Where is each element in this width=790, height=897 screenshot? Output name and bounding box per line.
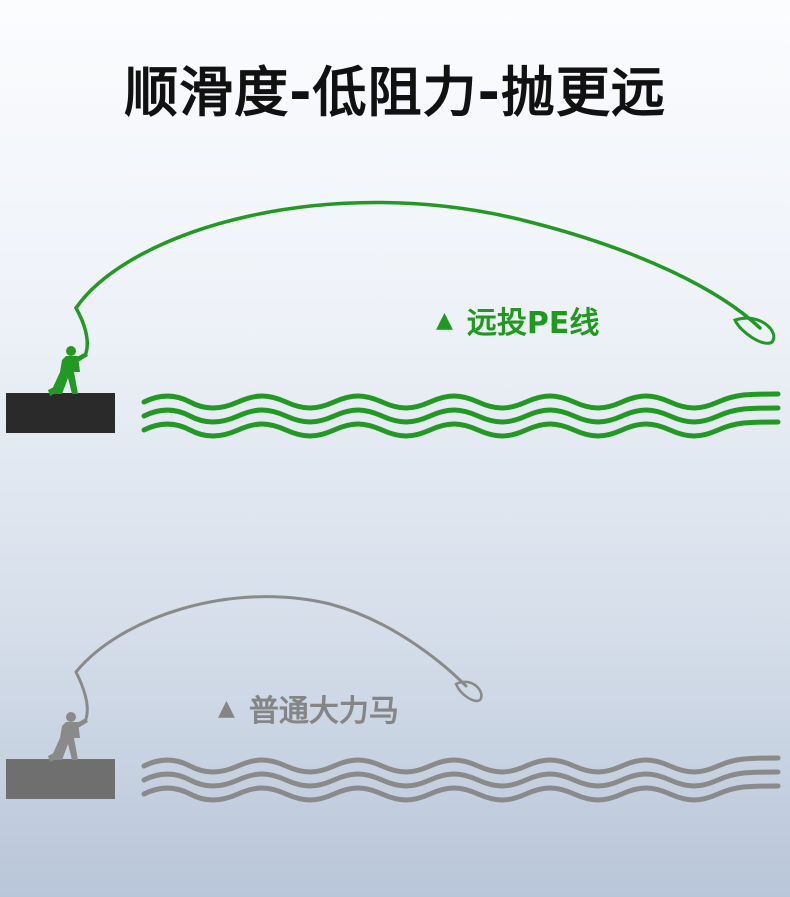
pe-casting-line (73, 200, 762, 355)
pe-line-label: ▲ 远投PE线 (436, 298, 599, 342)
normal-casting-line (74, 595, 468, 721)
normal-line-label: ▲ 普通大力马 (218, 686, 399, 730)
page-title: 顺滑度-低阻力-抛更远 (124, 61, 666, 124)
pe-water-waves (141, 391, 781, 439)
normal-triangle-icon: ▲ (218, 695, 235, 721)
normal-scene (6, 595, 781, 803)
pe-triangle-icon: ▲ (436, 307, 453, 333)
pe-line-loop (732, 316, 776, 345)
pe-line-label-text: 远投PE线 (466, 306, 600, 341)
normal-line-label-text: 普通大力马 (248, 694, 399, 729)
normal-water-waves (141, 755, 781, 803)
pe-scene (6, 200, 781, 439)
normal-platform (6, 759, 115, 799)
normal-line-loop (454, 680, 483, 703)
normal-fisherman-icon (48, 712, 88, 762)
pe-platform (6, 393, 115, 433)
pe-fisherman-icon (48, 346, 88, 396)
